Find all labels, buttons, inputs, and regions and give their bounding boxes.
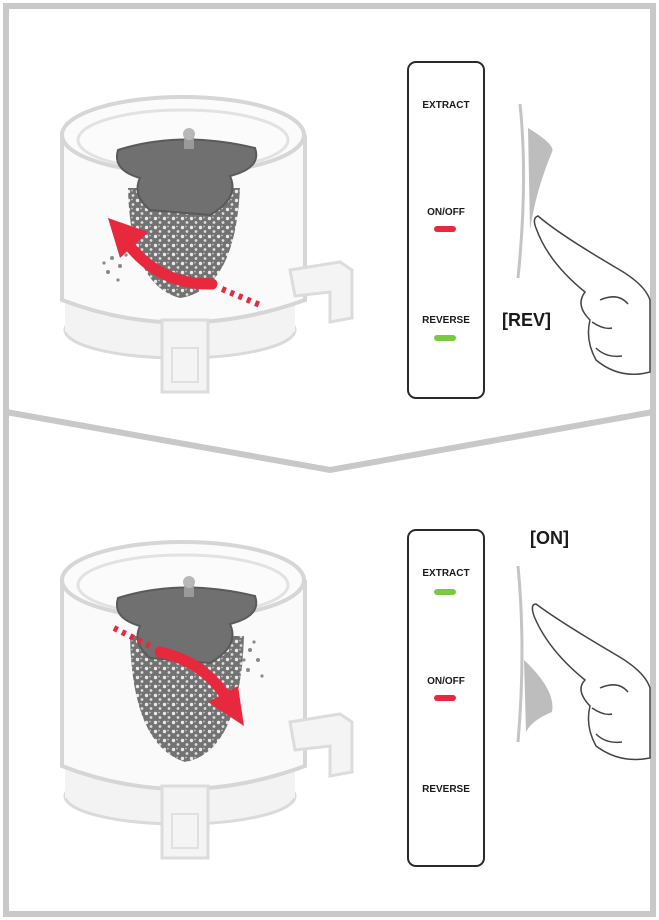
hand-pointing-icon — [516, 565, 651, 761]
led-green-extract — [434, 589, 456, 595]
pulp-bits-top — [102, 253, 128, 282]
outer-frame — [3, 3, 656, 917]
pulp-bits-bottom — [242, 640, 264, 678]
button-label-extract[interactable]: EXTRACT — [422, 568, 469, 579]
button-label-onoff[interactable]: ON/OFF — [427, 207, 465, 218]
led-red-onoff — [434, 695, 456, 701]
button-label-reverse[interactable]: REVERSE — [422, 315, 470, 326]
rotation-arrow-bottom — [112, 625, 244, 726]
button-label-extract[interactable]: EXTRACT — [422, 100, 469, 111]
auger-pulp-bottom — [116, 576, 258, 762]
mode-label-top: [REV] — [502, 310, 551, 330]
mode-label-bottom: [ON] — [530, 528, 569, 548]
hand-pointing-icon — [516, 103, 651, 375]
led-green-reverse — [434, 335, 456, 341]
rotation-arrow-top — [108, 218, 262, 308]
panel-divider — [5, 409, 654, 474]
button-label-reverse[interactable]: REVERSE — [422, 784, 470, 795]
button-label-onoff[interactable]: ON/OFF — [427, 676, 465, 687]
led-red-onoff — [434, 226, 456, 232]
panel-bottom: EXTRACT ON/OFF REVERSE [ON] — [60, 528, 651, 867]
panel-top: EXTRACT ON/OFF REVERSE [REV] — [60, 61, 651, 399]
